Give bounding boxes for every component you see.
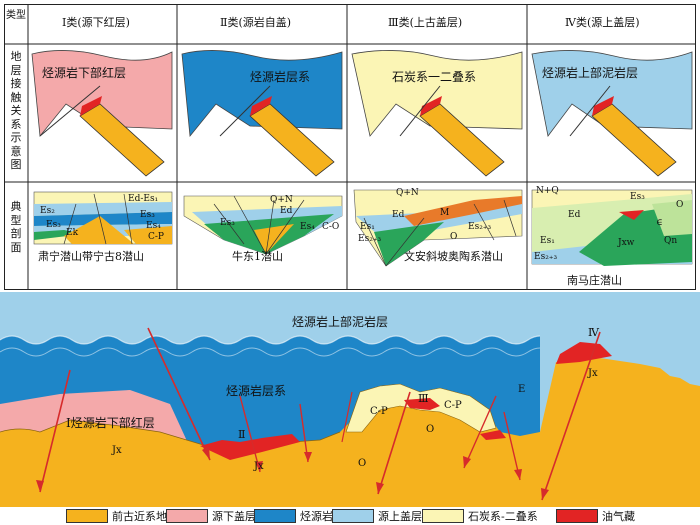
row-label-section: 典型剖面 [10, 200, 22, 254]
legend-label: 前古近系地层 [112, 510, 178, 523]
section-1-label: Ed-Es₁ [128, 194, 159, 204]
column-type-4: Ⅳ类(源上盖层) [565, 16, 640, 29]
section-2-label: Ed [280, 206, 293, 216]
section-caption-1: 肃宁潜山带宁古8潜山 [38, 250, 144, 263]
red-bed-label: Ⅰ烃源岩下部红层 [66, 416, 155, 430]
schematic-type-3 [351, 50, 523, 177]
section-1-label: C-P [148, 232, 164, 242]
unit-label-jx: Jx [254, 461, 264, 472]
section-2-label: C-O [322, 222, 340, 232]
section-4 [531, 189, 693, 266]
schematic-label-1: 烃源岩下部红层 [42, 66, 127, 80]
column-type-1: Ⅰ类(源下红层) [62, 16, 130, 29]
unit-label-o: O [426, 424, 435, 435]
section-3-label: M [440, 208, 450, 218]
legend-label: 烃源岩 [300, 510, 333, 523]
row-label-schematic: 地层接触关系示意图 [10, 50, 22, 171]
schematic-type-2 [181, 50, 343, 177]
unit-label-jx: Jx [588, 368, 598, 379]
unit-label-cp: C-P [444, 400, 462, 411]
section-4-label: O [676, 200, 684, 210]
legend-label: 源上盖层 [378, 510, 422, 523]
unit-label-e: E [518, 384, 526, 395]
main-cross-section [0, 292, 700, 507]
section-3 [353, 189, 523, 267]
section-3-label: Es₂₊₃ [358, 234, 382, 244]
section-3-label: O [450, 232, 458, 242]
legend-swatch-lower-cap [166, 509, 208, 523]
legend-item: 前古近系地层 [66, 509, 178, 523]
column-type-2: Ⅱ类(源岩自盖) [220, 16, 292, 29]
type-label-3: Ⅲ [418, 392, 429, 405]
legend-item: 源下盖层 [166, 509, 256, 523]
section-2-label: Q+N [270, 195, 293, 205]
legend-label: 源下盖层 [212, 510, 256, 523]
schematic-type-1 [31, 50, 173, 177]
unit-label-cp: C-P [370, 406, 388, 417]
legend-label: 石炭系-二叠系 [468, 510, 538, 523]
legend-swatch-carboniferous-permian [422, 509, 464, 523]
section-4-label: Es₃ [630, 192, 645, 202]
section-2-label: Es₃ [220, 218, 235, 228]
section-4-label: Ed [568, 210, 581, 220]
section-4-label: Qn [664, 236, 678, 246]
section-3-label: Es₁ [360, 222, 375, 232]
section-1-label: Es₃ [46, 220, 61, 230]
legend-item: 石炭系-二叠系 [422, 509, 538, 523]
section-4-label: ∈ [656, 218, 663, 228]
section-4-label: Es₁ [540, 236, 555, 246]
section-3-label: Q+N [396, 188, 419, 198]
section-2-label: Es₄ [300, 222, 315, 232]
schematic-label-3: 石炭系一二叠系 [392, 70, 477, 84]
upper-mudstone-label: 烃源岩上部泥岩层 [292, 315, 389, 329]
unit-label-jx: Jx [112, 445, 122, 456]
source-rock-label: 烃源岩层系 [226, 384, 287, 398]
type-label-2: Ⅱ [238, 428, 246, 441]
legend-swatch-oil-gas-reservoir [556, 509, 598, 523]
fault-lines [36, 327, 601, 501]
schematic-label-2: 烃源岩层系 [250, 70, 311, 84]
section-1-label: Ek [66, 228, 79, 238]
section-4-label: N+Q [536, 186, 559, 196]
section-4-label: Jxw [618, 238, 635, 248]
table-corner: 类型 [6, 10, 26, 21]
section-1 [33, 191, 173, 245]
section-1-label: Es₂ [40, 206, 55, 216]
section-1-label: Es₃ [140, 210, 155, 220]
legend-swatch-source-rock [254, 509, 296, 523]
legend-item: 烃源岩 [254, 509, 333, 523]
classification-table [4, 4, 696, 290]
section-caption-2: 牛东1潜山 [232, 250, 283, 263]
legend-label: 油气藏 [602, 510, 635, 523]
section-3-label: Ed [392, 210, 405, 220]
section-caption-4: 南马庄潜山 [567, 274, 622, 287]
type-label-4: Ⅳ [588, 326, 599, 339]
section-4-label: Es₂₊₃ [534, 252, 558, 262]
unit-label-o: O [358, 458, 367, 469]
section-3-label: Es₂₊₃ [468, 222, 492, 232]
legend-swatch-upper-cap [332, 509, 374, 523]
legend: 前古近系地层 源下盖层 烃源岩 源上盖层 石炭系-二叠系 油气藏 [0, 505, 700, 525]
column-type-3: Ⅲ类(上古盖层) [388, 16, 463, 29]
legend-swatch-basement [66, 509, 108, 523]
schematic-type-4 [531, 50, 693, 177]
section-2 [183, 195, 343, 255]
section-1-label: Es₄ [146, 221, 161, 231]
schematic-label-4: 烃源岩上部泥岩层 [542, 66, 639, 80]
legend-item: 源上盖层 [332, 509, 422, 523]
legend-item: 油气藏 [556, 509, 635, 523]
section-caption-3: 文安斜坡奥陶系潜山 [404, 250, 503, 263]
